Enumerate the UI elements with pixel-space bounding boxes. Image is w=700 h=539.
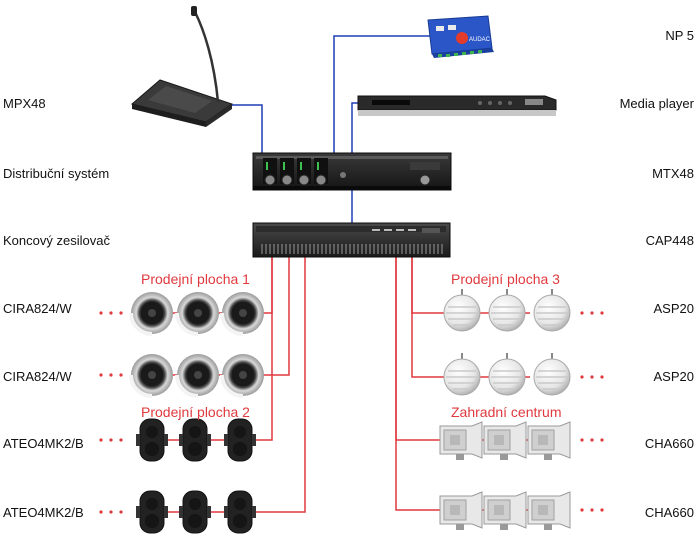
dots-left-row3: [99, 438, 123, 442]
wall-speaker-icon: [179, 490, 211, 534]
dots-right-row4: [580, 508, 604, 512]
wall-speaker-icon: [179, 418, 211, 462]
label-cha660-row3: CHA660: [644, 436, 694, 451]
horn-speaker-icon: [483, 491, 527, 530]
np5-logo-text: AUDAC: [469, 37, 491, 43]
pendant-speaker-icon: [533, 289, 571, 332]
mtx48-device: [252, 152, 452, 191]
label-ateo4mk2-row4: ATEO4MK2/B: [3, 505, 84, 520]
label-cira824-row2: CIRA824/W: [3, 369, 72, 384]
ceiling-speakers-row1: [129, 292, 264, 336]
media-player-device: [357, 95, 557, 116]
label-asp20-row2: ASP20: [653, 369, 694, 384]
wall-speaker-icon: [136, 490, 168, 534]
np5-logo-icon: [456, 32, 468, 44]
horn-speaker-icon: [483, 421, 527, 460]
pendant-speaker-icon: [443, 289, 481, 332]
label-cap448: CAP448: [645, 233, 694, 248]
pendant-speaker-icon: [533, 353, 571, 396]
signal-line-np5: [333, 35, 430, 153]
label-mpx48: MPX48: [3, 96, 46, 111]
ceiling-speaker-icon: [175, 354, 219, 398]
gooseneck-icon: [193, 11, 220, 103]
wall-speakers-row4: [136, 490, 256, 534]
pendant-speakers-row2: [443, 353, 571, 396]
horn-speaker-icon: [439, 491, 483, 530]
ceiling-speaker-icon: [220, 292, 264, 336]
label-power-amplifier: Koncový zesilovač: [3, 233, 110, 248]
label-asp20-row1: ASP20: [653, 301, 694, 316]
dots-left-row2: [99, 373, 123, 377]
pendant-speaker-icon: [488, 289, 526, 332]
mtx48-channels: [263, 158, 328, 186]
dots-left-row1: [99, 311, 123, 315]
label-media-player: Media player: [619, 96, 694, 111]
ceiling-speaker-icon: [129, 354, 173, 398]
label-cha660-row4: CHA660: [644, 505, 694, 520]
wall-speaker-icon: [224, 490, 256, 534]
dots-right-row2: [580, 375, 604, 379]
horn-speakers-row3: [439, 421, 571, 460]
dots-right-row3: [580, 438, 604, 442]
mpx48-device: [130, 6, 234, 127]
ceiling-speakers-row2: [129, 354, 264, 398]
cap448-grille: [261, 244, 443, 254]
horn-speaker-icon: [439, 421, 483, 460]
wall-speaker-icon: [224, 418, 256, 462]
pendant-speaker-icon: [443, 353, 481, 396]
np5-device: AUDAC: [427, 15, 494, 58]
wall-speaker-icon: [136, 418, 168, 462]
horn-speaker-icon: [527, 421, 571, 460]
label-cira824-row1: CIRA824/W: [3, 301, 72, 316]
label-ateo4mk2-row3: ATEO4MK2/B: [3, 436, 84, 451]
signal-line-mpx48: [228, 104, 263, 153]
ceiling-speaker-icon: [129, 292, 173, 336]
horn-speakers-row4: [439, 491, 571, 530]
zone-label-sales-floor-2: Prodejní plocha 2: [141, 404, 250, 420]
ceiling-speaker-icon: [175, 292, 219, 336]
wall-speakers-row3: [136, 418, 256, 462]
zone-label-garden-centre: Zahradní centrum: [451, 404, 562, 420]
pendant-speaker-icon: [488, 353, 526, 396]
pendant-speakers-row1: [443, 289, 571, 332]
label-mtx48: MTX48: [652, 166, 694, 181]
ceiling-speaker-icon: [220, 354, 264, 398]
label-distribution-system: Distribuční systém: [3, 166, 110, 181]
signal-lines: [228, 35, 430, 223]
cap448-device: [252, 222, 451, 258]
zone-label-sales-floor-1: Prodejní plocha 1: [141, 271, 250, 287]
horn-speaker-icon: [527, 491, 571, 530]
dots-left-row4: [99, 510, 123, 514]
dots-right-row1: [580, 311, 604, 315]
zone-label-sales-floor-3: Prodejní plocha 3: [451, 271, 560, 287]
continuation-dots: [99, 311, 604, 514]
label-np5: NP 5: [665, 28, 694, 43]
